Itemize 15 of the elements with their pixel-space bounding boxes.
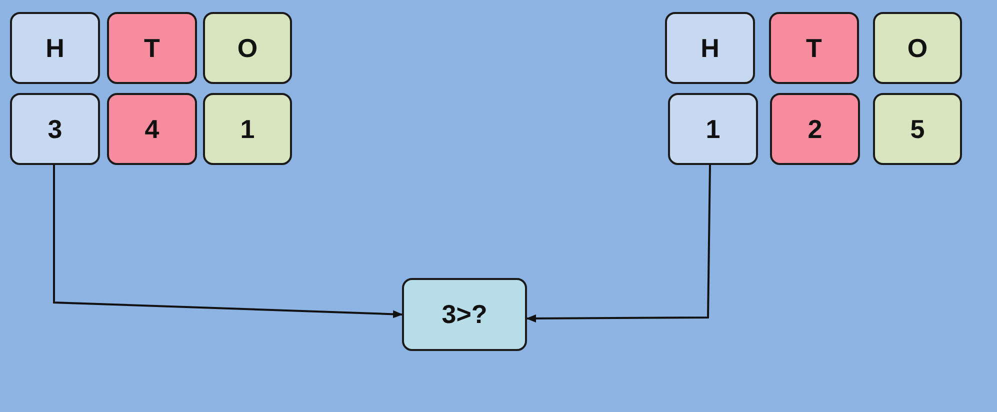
- digit-box: 5: [873, 93, 962, 165]
- digit-box: 3: [10, 93, 100, 165]
- arrow: [53, 165, 403, 318]
- arrow: [526, 164, 711, 322]
- digit-box: 2: [770, 93, 860, 165]
- digit-box: O: [873, 12, 962, 84]
- digit-box: O: [203, 12, 292, 84]
- digit-box: 4: [107, 93, 197, 165]
- digit-box: 1: [203, 93, 292, 165]
- digit-box: 1: [668, 93, 758, 165]
- digit-box: H: [10, 12, 100, 84]
- digit-box: T: [107, 12, 197, 84]
- digit-box: T: [769, 12, 859, 84]
- digit-box: H: [665, 12, 755, 84]
- question-box: 3>?: [402, 278, 527, 351]
